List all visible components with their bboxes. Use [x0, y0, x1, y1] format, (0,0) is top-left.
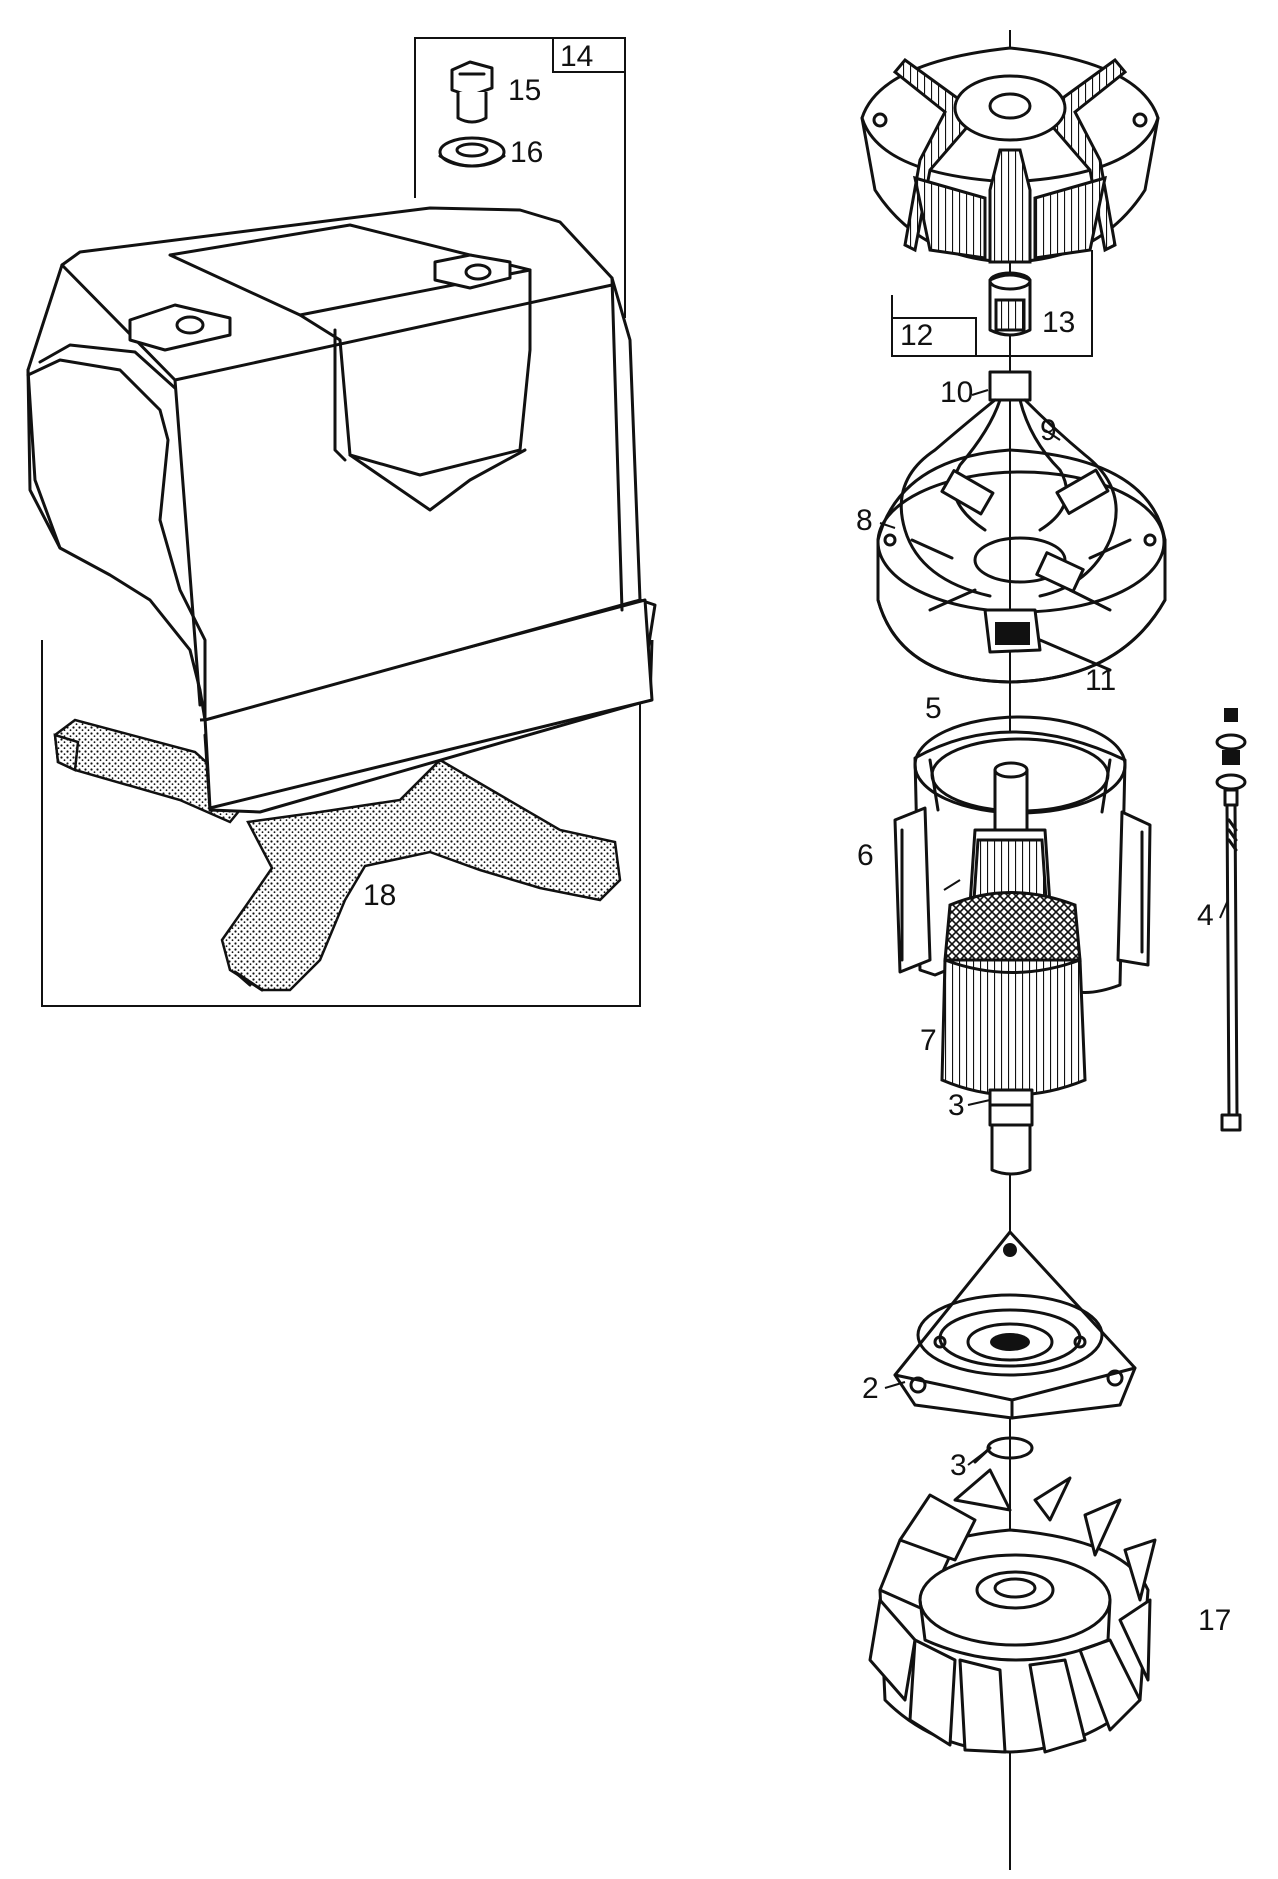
- armature-7: [940, 761, 1087, 1176]
- fan-17: [868, 1468, 1157, 1754]
- screw-kit: [414, 37, 626, 318]
- through-bolt-4: [1215, 708, 1247, 1132]
- label-part-3-bearing: 3: [948, 1089, 965, 1122]
- circlip-3: [973, 1436, 1034, 1464]
- label-part-17: 17: [1198, 1604, 1231, 1637]
- label-part-14: 14: [560, 40, 593, 73]
- cover-assembly: [26, 206, 657, 1007]
- label-part-8: 8: [856, 504, 873, 537]
- label-part-5: 5: [925, 692, 942, 725]
- right-boss: [433, 253, 512, 290]
- label-part-6: 6: [857, 839, 874, 872]
- label-part-4: 4: [1197, 899, 1214, 932]
- bushing-13: [988, 271, 1032, 337]
- label-part-3-circlip: 3: [950, 1449, 967, 1482]
- label-part-7: 7: [920, 1024, 937, 1057]
- label-part-15: 15: [508, 74, 541, 107]
- foam-base: [53, 718, 622, 992]
- leader-lines: [879, 389, 1229, 1466]
- label-part-9: 9: [1040, 414, 1057, 447]
- left-boss: [128, 303, 232, 352]
- plug-10: [988, 370, 1032, 402]
- field-coil-12: [860, 46, 1160, 357]
- label-part-11: 11: [1085, 664, 1116, 697]
- frame-18: [41, 620, 641, 1007]
- bolt-15: [450, 60, 494, 124]
- label-part-16: 16: [510, 136, 543, 169]
- brush-holder-8: [876, 370, 1167, 684]
- label-part-2: 2: [862, 1372, 879, 1405]
- label-part-18: 18: [363, 879, 396, 912]
- label-part-12: 12: [900, 319, 933, 352]
- end-shield-2: [893, 1230, 1137, 1420]
- label-part-13: 13: [1042, 306, 1075, 339]
- label-part-10: 10: [940, 376, 973, 409]
- washer-16: [438, 136, 506, 168]
